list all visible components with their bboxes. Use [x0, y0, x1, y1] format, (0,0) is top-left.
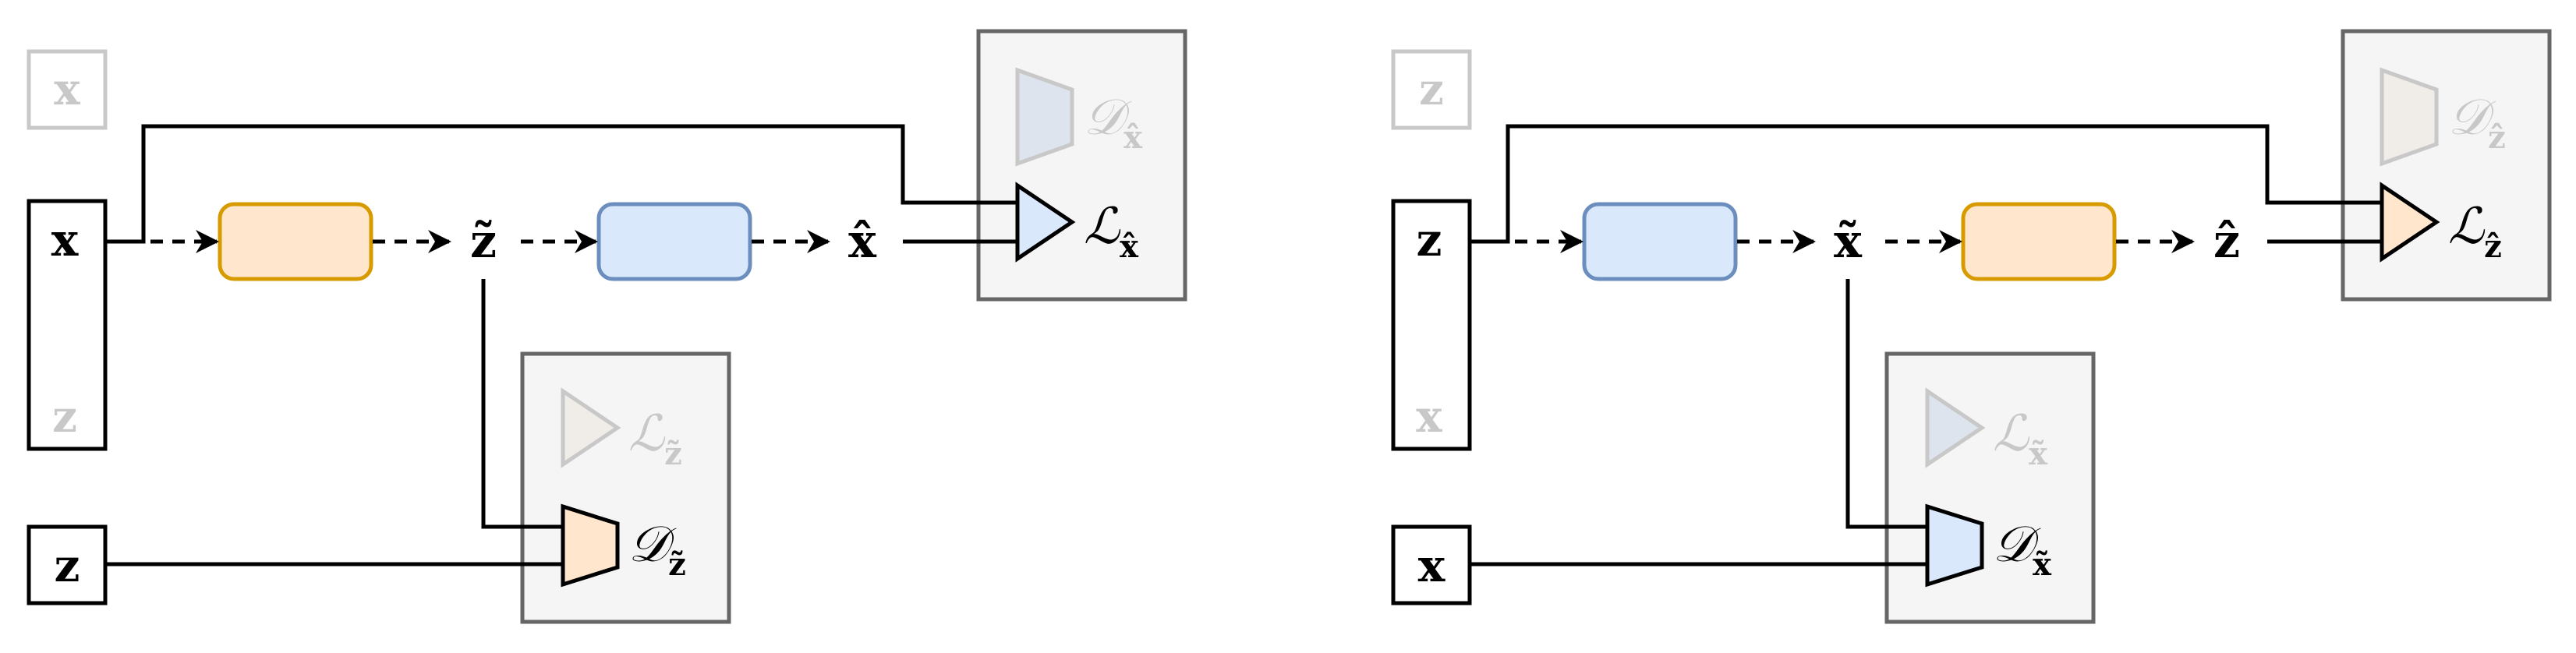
right-prior-input-box — [1391, 524, 1472, 605]
right-skip-connection — [1471, 124, 2382, 244]
right-prior-input-label: x — [1418, 539, 1445, 592]
right-top-ghost-discriminator-shape — [2380, 67, 2439, 167]
left-bottom-discriminator-shape — [561, 503, 620, 588]
left-bottom-ghost-loss-label: ℒz̃ — [628, 405, 682, 472]
right-top-discriminator-panel — [2341, 29, 2552, 302]
left-decoder-box — [596, 202, 752, 281]
right-bottom-ghost-loss-triangle — [1925, 387, 1986, 468]
left-latent-label: z̃ — [470, 214, 497, 269]
right-latent-label: x̃ — [1834, 214, 1863, 269]
right-stacked-input-top-label: z — [1417, 214, 1442, 266]
right-ghost-input-box — [1391, 49, 1472, 130]
left-stacked-input-bottom-label: z — [52, 391, 77, 443]
left-ghost-input-label: x — [54, 64, 80, 115]
right-reconstruction-label: ẑ — [2213, 214, 2240, 269]
right-bottom-ghost-loss-label: ℒx̃ — [1993, 405, 2048, 472]
left-top-ghost-discriminator-shape — [1015, 67, 1074, 167]
right-encoder-box — [1582, 202, 1738, 281]
right-stacked-input-box — [1391, 199, 1472, 451]
left-ghost-input-box — [27, 49, 108, 130]
left-skip-connection — [107, 124, 1017, 244]
left-encoder-box — [218, 202, 373, 281]
left-top-loss-triangle — [1015, 182, 1076, 263]
left-stacked-input-box — [27, 199, 108, 451]
left-prior-input-box — [27, 524, 108, 605]
left-reconstruction-label: x̂ — [848, 214, 877, 269]
left-top-loss-label: ℒx̂ — [1084, 198, 1139, 265]
left-diagram: x x z z z̃ x̂ 𝒟x̂ ℒx̂ ℒz̃ 𝒟z̃ — [27, 29, 1187, 624]
right-decoder-box — [1961, 202, 2117, 281]
right-top-loss-triangle — [2380, 182, 2440, 263]
right-latent-to-discriminator — [1845, 279, 1927, 529]
right-ghost-input-label: z — [1419, 64, 1444, 115]
left-prior-input-label: z — [55, 539, 80, 592]
right-diagram: z z x x x̃ ẑ 𝒟ẑ ℒẑ ℒx̃ 𝒟x̃ — [1391, 29, 2552, 624]
right-bottom-discriminator-panel — [1884, 351, 2096, 624]
left-stacked-input-top-label: x — [51, 214, 79, 266]
left-bottom-discriminator-panel — [520, 351, 731, 624]
right-bottom-discriminator-shape — [1925, 503, 1984, 588]
left-bottom-ghost-loss-triangle — [561, 387, 621, 468]
right-stacked-input-bottom-label: x — [1416, 391, 1442, 443]
right-top-loss-label: ℒẑ — [2448, 198, 2502, 265]
left-top-discriminator-panel — [976, 29, 1187, 302]
left-latent-to-discriminator — [481, 279, 563, 529]
